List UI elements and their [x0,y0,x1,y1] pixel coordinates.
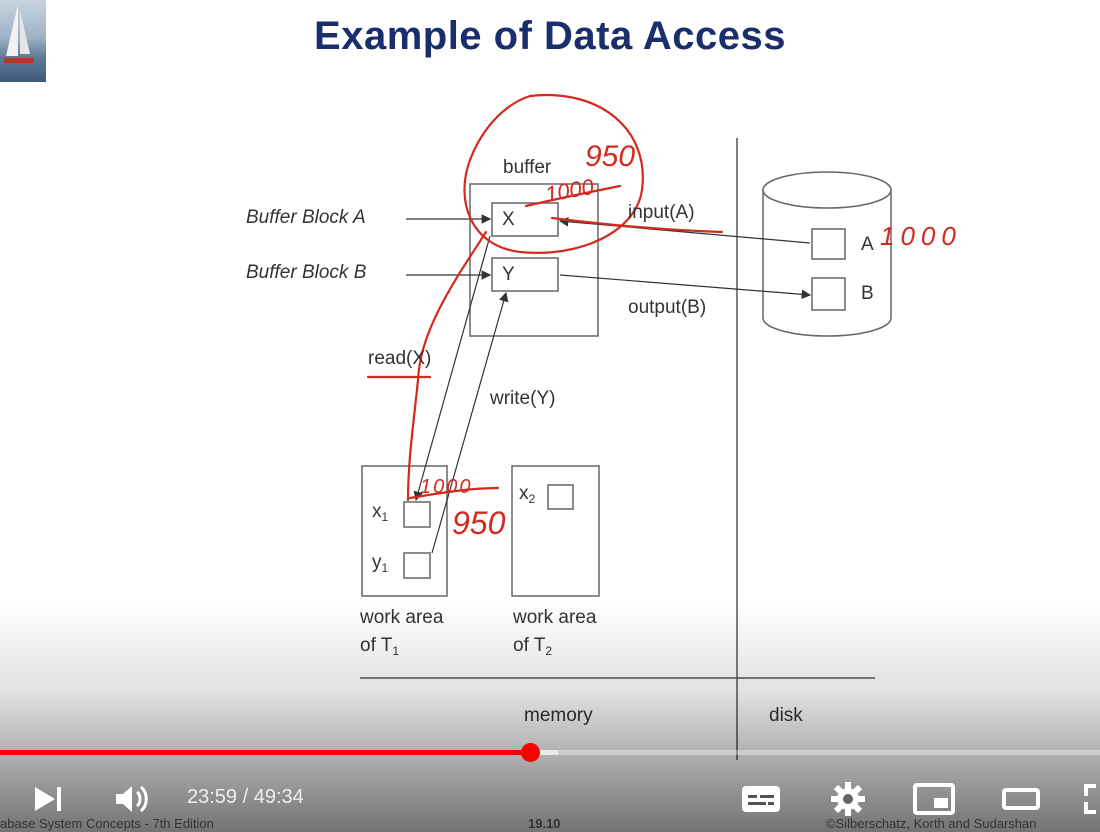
volume-button[interactable] [110,778,154,820]
next-button[interactable] [28,778,68,820]
disk-a-label: A [861,234,874,256]
block-y-label: Y [502,264,515,286]
work-area-t1-line1: work area [360,607,443,629]
subtitles-icon [740,783,782,815]
current-time: 23:59 [187,786,237,808]
fullscreen-icon [1078,782,1100,816]
block-x-label: X [502,209,515,231]
subtitles-button[interactable] [738,778,784,820]
work-area-t1-line2: of T1 [360,635,399,658]
ink-disk-a-value: 1000 [880,221,962,252]
miniplayer-button[interactable] [910,778,958,820]
ink-x1-old: 1000 [420,476,473,499]
disk-block-a [812,229,845,259]
disk-block-b [812,278,845,310]
x2-block [548,485,573,509]
y1-block [404,553,430,578]
ink-buffer-x-new: 950 [585,140,635,174]
read-label: read(X) [368,348,431,370]
footer-page: 19.10 [528,816,561,831]
output-label: output(B) [628,297,706,319]
theater-mode-button[interactable] [998,778,1044,820]
buffer-label: buffer [503,157,551,179]
y1-label: y1 [372,552,388,575]
duration: 49:34 [254,786,304,808]
buffer-block-b-label: Buffer Block B [246,262,366,284]
memory-label: memory [524,705,593,727]
skip-next-icon [31,784,65,814]
x1-block [404,502,430,527]
fullscreen-button[interactable] [1078,778,1100,820]
work-area-t2-line2: of T2 [513,635,552,658]
gear-icon [829,780,867,818]
work-area-t2-line1: work area [513,607,596,629]
progress-bar[interactable] [0,750,1100,755]
x1-label: x1 [372,501,388,524]
buffer-block-a-label: Buffer Block A [246,207,366,229]
progress-scrubber[interactable] [521,743,540,762]
disk-b-label: B [861,283,874,305]
write-label: write(Y) [490,388,555,410]
progress-played [0,750,531,755]
ink-x1-new: 950 [452,505,505,542]
volume-icon [112,783,152,815]
theater-mode-icon [1001,785,1041,813]
time-display: 23:59 / 49:34 [187,786,304,809]
input-label: input(A) [628,202,695,224]
miniplayer-icon [912,782,956,816]
settings-button[interactable] [826,778,870,820]
x2-label: x2 [519,483,535,506]
disk-label: disk [769,705,803,727]
